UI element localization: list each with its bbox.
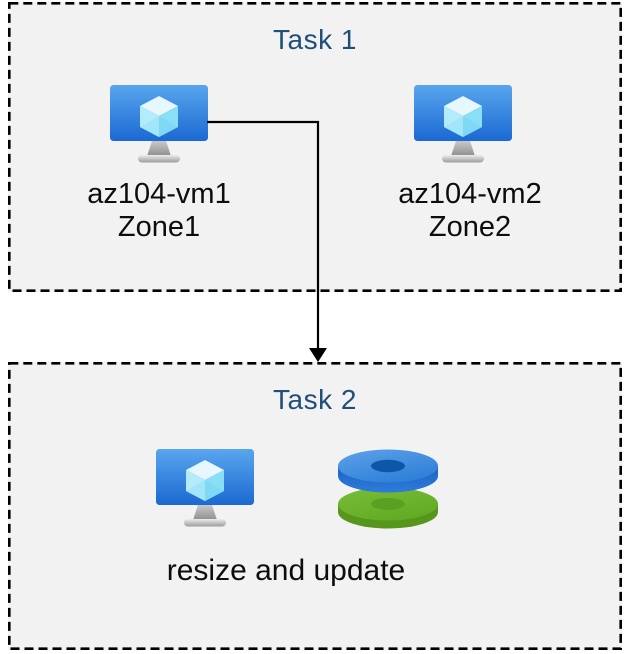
managed-disks-icon [333,442,443,538]
task1-box: Task 1 az104-vm1 Zone1 az104-vm2 Zone2 [8,2,622,292]
virtual-machine-icon [155,448,255,528]
virtual-machine-icon [109,84,209,164]
vm2-name: az104-vm2 [398,178,542,210]
task2-title: Task 2 [273,384,357,415]
vm1-zone: Zone1 [117,211,201,243]
task2-caption: resize and update [166,554,406,587]
vm1-name: az104-vm1 [87,178,231,210]
virtual-machine-icon [413,84,513,164]
vm2-zone: Zone2 [428,211,512,243]
task1-title: Task 1 [273,24,357,55]
task2-box: Task 2 resize and update [8,362,622,650]
vm1-caption: az104-vm1 Zone1 [29,178,289,244]
vm2-caption: az104-vm2 Zone2 [340,178,600,244]
